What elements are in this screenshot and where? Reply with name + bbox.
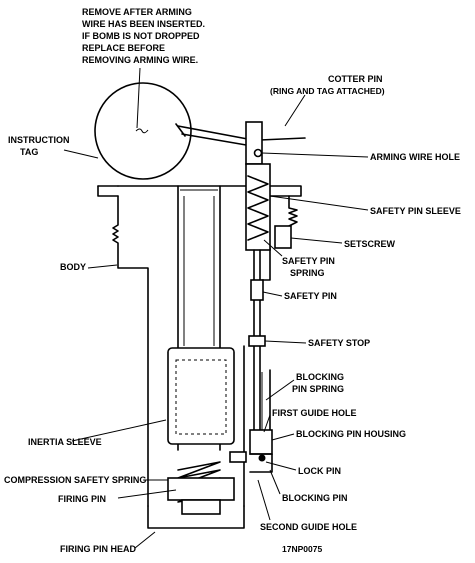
- tag-string: [135, 128, 149, 134]
- body-left-outline: [112, 195, 149, 507]
- firing-pin-head-label: FIRING PIN HEAD: [60, 544, 137, 554]
- instruction-tag-circle: [94, 82, 192, 180]
- figure-id-label: 17NP0075: [282, 544, 322, 554]
- body-label: BODY: [60, 262, 86, 272]
- firing-pin-leader: [117, 489, 177, 499]
- safety-pin-collar: [250, 279, 264, 301]
- note-line-3: IF BOMB IS NOT DROPPED: [82, 31, 200, 41]
- lock-pin-block: [229, 451, 247, 463]
- safety-stop-label: SAFETY STOP: [308, 338, 370, 348]
- safety-pin-spring-coils: [247, 175, 269, 241]
- second-guide-hole-label: SECOND GUIDE HOLE: [260, 522, 357, 532]
- safety-pin-leader: [262, 291, 283, 297]
- arming-wire-hole-circle: [253, 148, 263, 158]
- blocking-pin-spring-label-2: PIN SPRING: [292, 384, 344, 394]
- cotter-pin-leader: [284, 94, 306, 127]
- inertia-sleeve-label: INERTIA SLEEVE: [28, 437, 102, 447]
- arming-wire-hole-leader: [261, 152, 369, 158]
- note-leader: [136, 67, 141, 129]
- safety-stop-leader: [264, 340, 307, 344]
- safety-pin-sleeve-label: SAFETY PIN SLEEVE: [370, 206, 461, 216]
- top-flange: [97, 185, 302, 197]
- blocking-pin-housing-label: BLOCKING PIN HOUSING: [296, 429, 406, 439]
- body-right-step: [261, 247, 271, 281]
- cotter-pin-sub-label: (RING AND TAG ATTACHED): [270, 86, 385, 96]
- inertia-sleeve-inner: [175, 359, 227, 435]
- safety-stop-block: [248, 335, 266, 347]
- first-guide-hole-leader: [263, 414, 271, 433]
- cotter-pin-tail: [259, 137, 306, 141]
- firing-pin-body: [167, 477, 235, 501]
- firing-pin-label: FIRING PIN: [58, 494, 106, 504]
- cotter-pin-label: COTTER PIN: [328, 74, 383, 84]
- setscrew-label: SETSCREW: [344, 239, 396, 249]
- compression-safety-spring-label: COMPRESSION SAFETY SPRING: [4, 475, 146, 485]
- remove-note: REMOVE AFTER ARMING WIRE HAS BEEN INSERT…: [82, 7, 205, 65]
- safety-pin-label: SAFETY PIN: [284, 291, 337, 301]
- firing-pin-tip: [181, 499, 221, 515]
- blocking-pin-column: [243, 345, 271, 463]
- body-right-threads: [269, 195, 298, 239]
- instruction-tag-label-1: INSTRUCTION: [8, 135, 70, 145]
- lock-pin-label: LOCK PIN: [298, 466, 341, 476]
- note-line-5: REMOVING ARMING WIRE.: [82, 55, 198, 65]
- safety-pin-spring-label-2: SPRING: [290, 268, 325, 278]
- blocking-pin-outline: [249, 453, 273, 473]
- firing-pin-head-leader: [134, 531, 156, 549]
- blocking-pin-housing-leader: [271, 433, 295, 441]
- blocking-pin-housing: [249, 429, 273, 455]
- instruction-tag-label-2: TAG: [20, 147, 38, 157]
- note-line-1: REMOVE AFTER ARMING: [82, 7, 192, 17]
- note-line-4: REPLACE BEFORE: [82, 43, 165, 53]
- note-line-2: WIRE HAS BEEN INSERTED.: [82, 19, 205, 29]
- blocking-pin-spring-label-1: BLOCKING: [296, 372, 344, 382]
- inertia-sleeve-leader: [71, 419, 167, 442]
- firing-pin-head-outline: [147, 505, 245, 529]
- body-leader: [87, 264, 118, 269]
- cotter-pin-arm-upper: [177, 125, 254, 141]
- arming-wire-hole-label: ARMING WIRE HOLE: [370, 152, 460, 162]
- safety-pin-spring-leader: [263, 239, 283, 257]
- blocking-pin-label: BLOCKING PIN: [282, 493, 348, 503]
- cotter-pin-arm-lower: [181, 133, 253, 147]
- setscrew-leader: [290, 237, 343, 244]
- instruction-tag-leader: [63, 149, 99, 159]
- lock-pin-leader: [265, 461, 297, 471]
- setscrew-block: [274, 225, 292, 249]
- inertia-sleeve-bore: [180, 189, 218, 346]
- safety-pin-head: [245, 121, 263, 165]
- second-guide-hole-leader: [257, 479, 271, 521]
- first-guide-hole-label: FIRST GUIDE HOLE: [272, 408, 357, 418]
- blocking-pin-spring-leader: [265, 379, 295, 401]
- inertia-sleeve-weight: [167, 347, 235, 445]
- safety-pin-sleeve-leader: [269, 195, 369, 211]
- blocking-pin-leader: [269, 469, 281, 495]
- lock-pin-dot: [258, 454, 266, 462]
- cotter-pin-end: [175, 123, 186, 137]
- safety-pin-spring-label-1: SAFETY PIN: [282, 256, 335, 266]
